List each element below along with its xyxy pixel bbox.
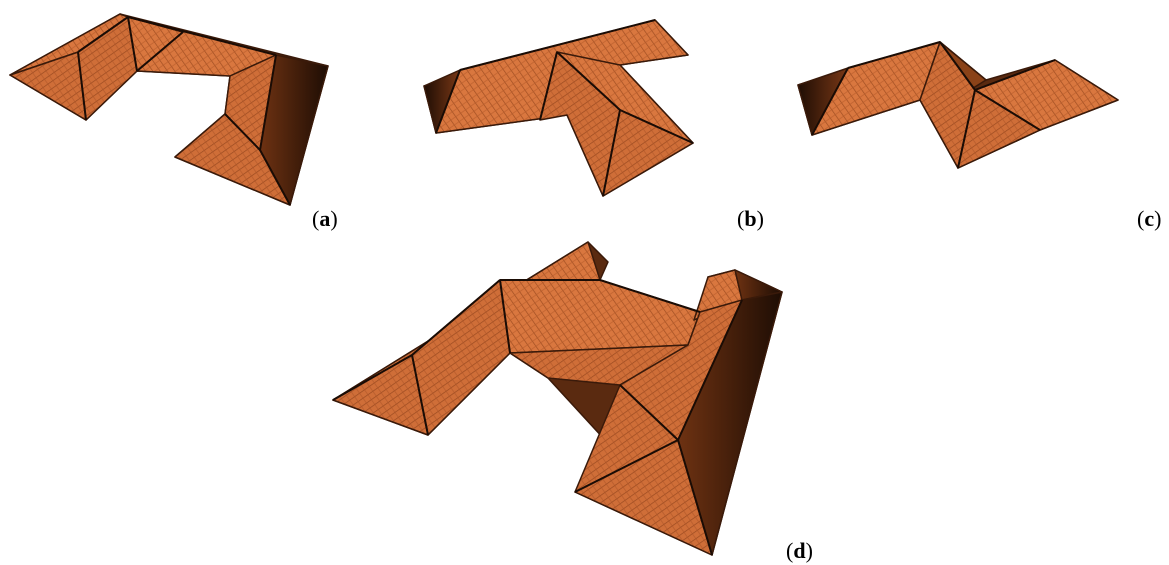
caption-c: (c) (1137, 206, 1162, 231)
caption-a-letter: a (319, 206, 331, 231)
caption-b-letter: b (744, 206, 757, 231)
caption-b: (b) (737, 206, 764, 231)
caption-d: (d) (786, 538, 813, 563)
panel-b-roof (423, 19, 694, 197)
panel-d-roof (332, 241, 783, 556)
caption-d-letter: d (793, 538, 806, 563)
panel-c-roof (797, 41, 1119, 169)
caption-a: (a) (312, 206, 338, 231)
caption-c-letter: c (1144, 206, 1155, 231)
panel-a-roof (9, 13, 329, 206)
